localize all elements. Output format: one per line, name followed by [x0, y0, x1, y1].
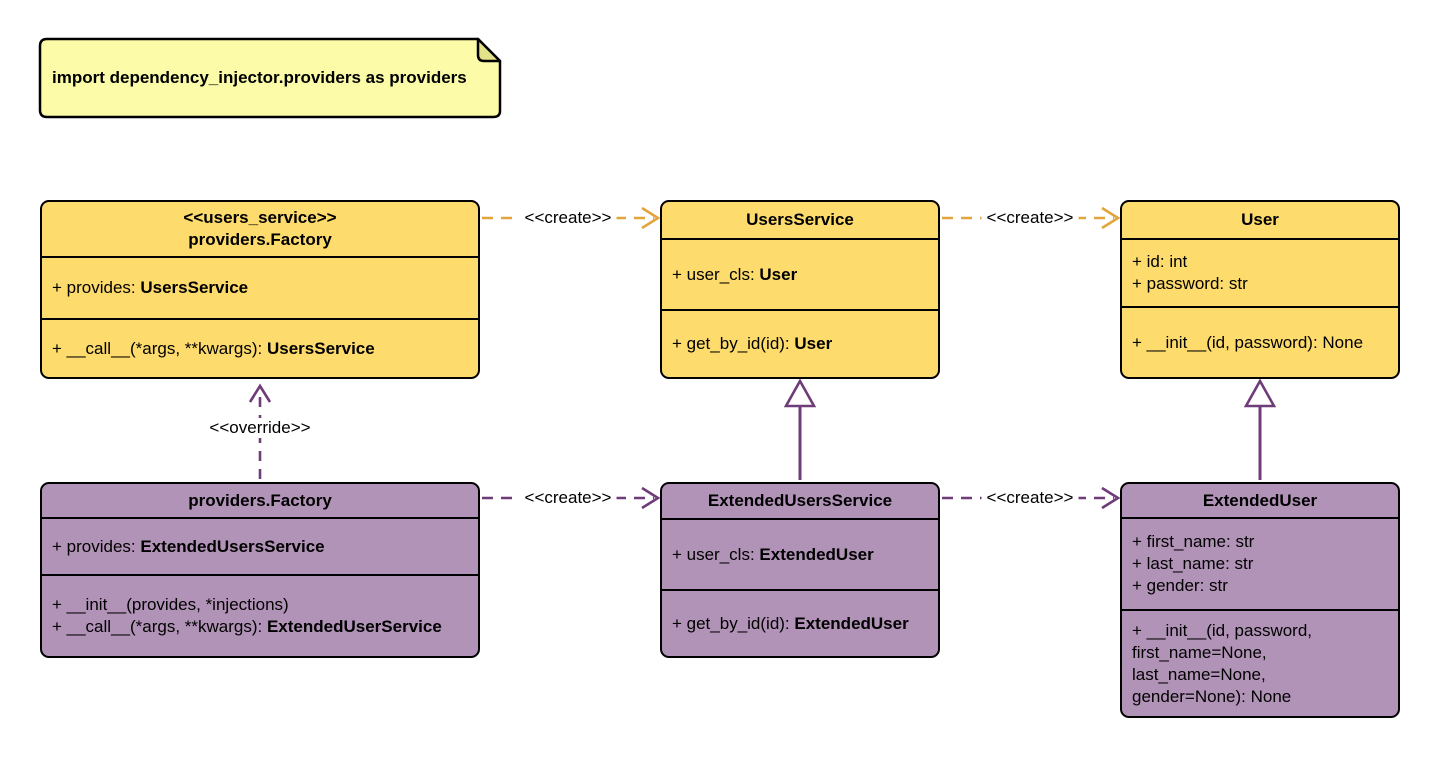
class-usersservice: UsersService + user_cls: User + get_by_i…	[660, 200, 940, 379]
attribute: + id: int	[1132, 252, 1188, 271]
class-stereotype: <<users_service>>	[183, 208, 337, 227]
attribute: + provides: UsersService	[52, 278, 249, 297]
method: + get_by_id(id): User	[672, 334, 833, 353]
attributes-section: + first_name: str + last_name: str + gen…	[1122, 519, 1398, 609]
attributes-section: + provides: UsersService	[42, 258, 478, 318]
method: first_name=None,	[1132, 642, 1267, 662]
create-edge-label: <<create>>	[519, 208, 617, 228]
attributes-section: + id: int + password: str	[1122, 240, 1398, 306]
class-title: ExtendedUser	[1122, 484, 1398, 519]
method: + get_by_id(id): ExtendedUser	[672, 613, 909, 633]
class-user: User + id: int + password: str + __init_…	[1120, 200, 1400, 379]
methods-section: + get_by_id(id): User	[662, 309, 938, 377]
class-title: <<users_service>> providers.Factory	[42, 202, 478, 258]
attributes-section: + user_cls: User	[662, 240, 938, 309]
create-edge-label: <<create>>	[981, 488, 1079, 508]
class-title: UsersService	[662, 202, 938, 240]
create-edge-label: <<create>>	[519, 488, 617, 508]
method: + __init__(provides, *injections)	[52, 595, 289, 614]
class-name: providers.Factory	[188, 230, 332, 249]
attributes-section: + user_cls: ExtendedUser	[662, 520, 938, 589]
method: + __init__(id, password,	[1132, 620, 1313, 640]
class-factory-extended: providers.Factory + provides: ExtendedUs…	[40, 482, 480, 658]
override-edge-label: <<override>>	[204, 418, 316, 438]
methods-section: + __init__(id, password): None	[1122, 306, 1398, 377]
class-name: User	[1241, 210, 1279, 229]
method: + __call__(*args, **kwargs): ExtendedUse…	[52, 617, 442, 636]
method: gender=None): None	[1132, 686, 1292, 706]
class-title: ExtendedUsersService	[662, 484, 938, 520]
attribute: + gender: str	[1132, 576, 1228, 595]
method: last_name=None,	[1132, 664, 1266, 684]
inheritance-edge-usersservice	[783, 378, 817, 480]
methods-section: + __init__(provides, *injections) + __ca…	[42, 574, 478, 656]
class-extendeduser: ExtendedUser + first_name: str + last_na…	[1120, 482, 1400, 718]
attribute: + password: str	[1132, 274, 1248, 293]
attribute: + first_name: str	[1132, 532, 1255, 551]
attribute: + user_cls: ExtendedUser	[672, 544, 874, 564]
class-name: UsersService	[746, 210, 854, 229]
create-edge-label: <<create>>	[981, 208, 1079, 228]
methods-section: + __call__(*args, **kwargs): UsersServic…	[42, 318, 478, 377]
methods-section: + __init__(id, password, first_name=None…	[1122, 609, 1398, 716]
class-name: ExtendedUsersService	[707, 491, 893, 510]
class-name: ExtendedUser	[1202, 490, 1318, 510]
methods-section: + get_by_id(id): ExtendedUser	[662, 589, 938, 656]
class-name: providers.Factory	[188, 490, 332, 510]
attributes-section: + provides: ExtendedUsersService	[42, 519, 478, 574]
attribute: + user_cls: User	[672, 264, 798, 284]
attribute: + last_name: str	[1132, 554, 1254, 573]
import-note-text: import dependency_injector.providers as …	[52, 68, 467, 87]
inheritance-edge-user	[1243, 378, 1277, 480]
method: + __init__(id, password): None	[1132, 332, 1364, 352]
class-factory-users-service: <<users_service>> providers.Factory + pr…	[40, 200, 480, 379]
class-extendedusersservice: ExtendedUsersService + user_cls: Extende…	[660, 482, 940, 658]
method: + __call__(*args, **kwargs): UsersServic…	[52, 338, 375, 358]
class-title: User	[1122, 202, 1398, 240]
attribute: + provides: ExtendedUsersService	[52, 536, 325, 556]
import-note: import dependency_injector.providers as …	[52, 38, 482, 118]
class-title: providers.Factory	[42, 484, 478, 519]
